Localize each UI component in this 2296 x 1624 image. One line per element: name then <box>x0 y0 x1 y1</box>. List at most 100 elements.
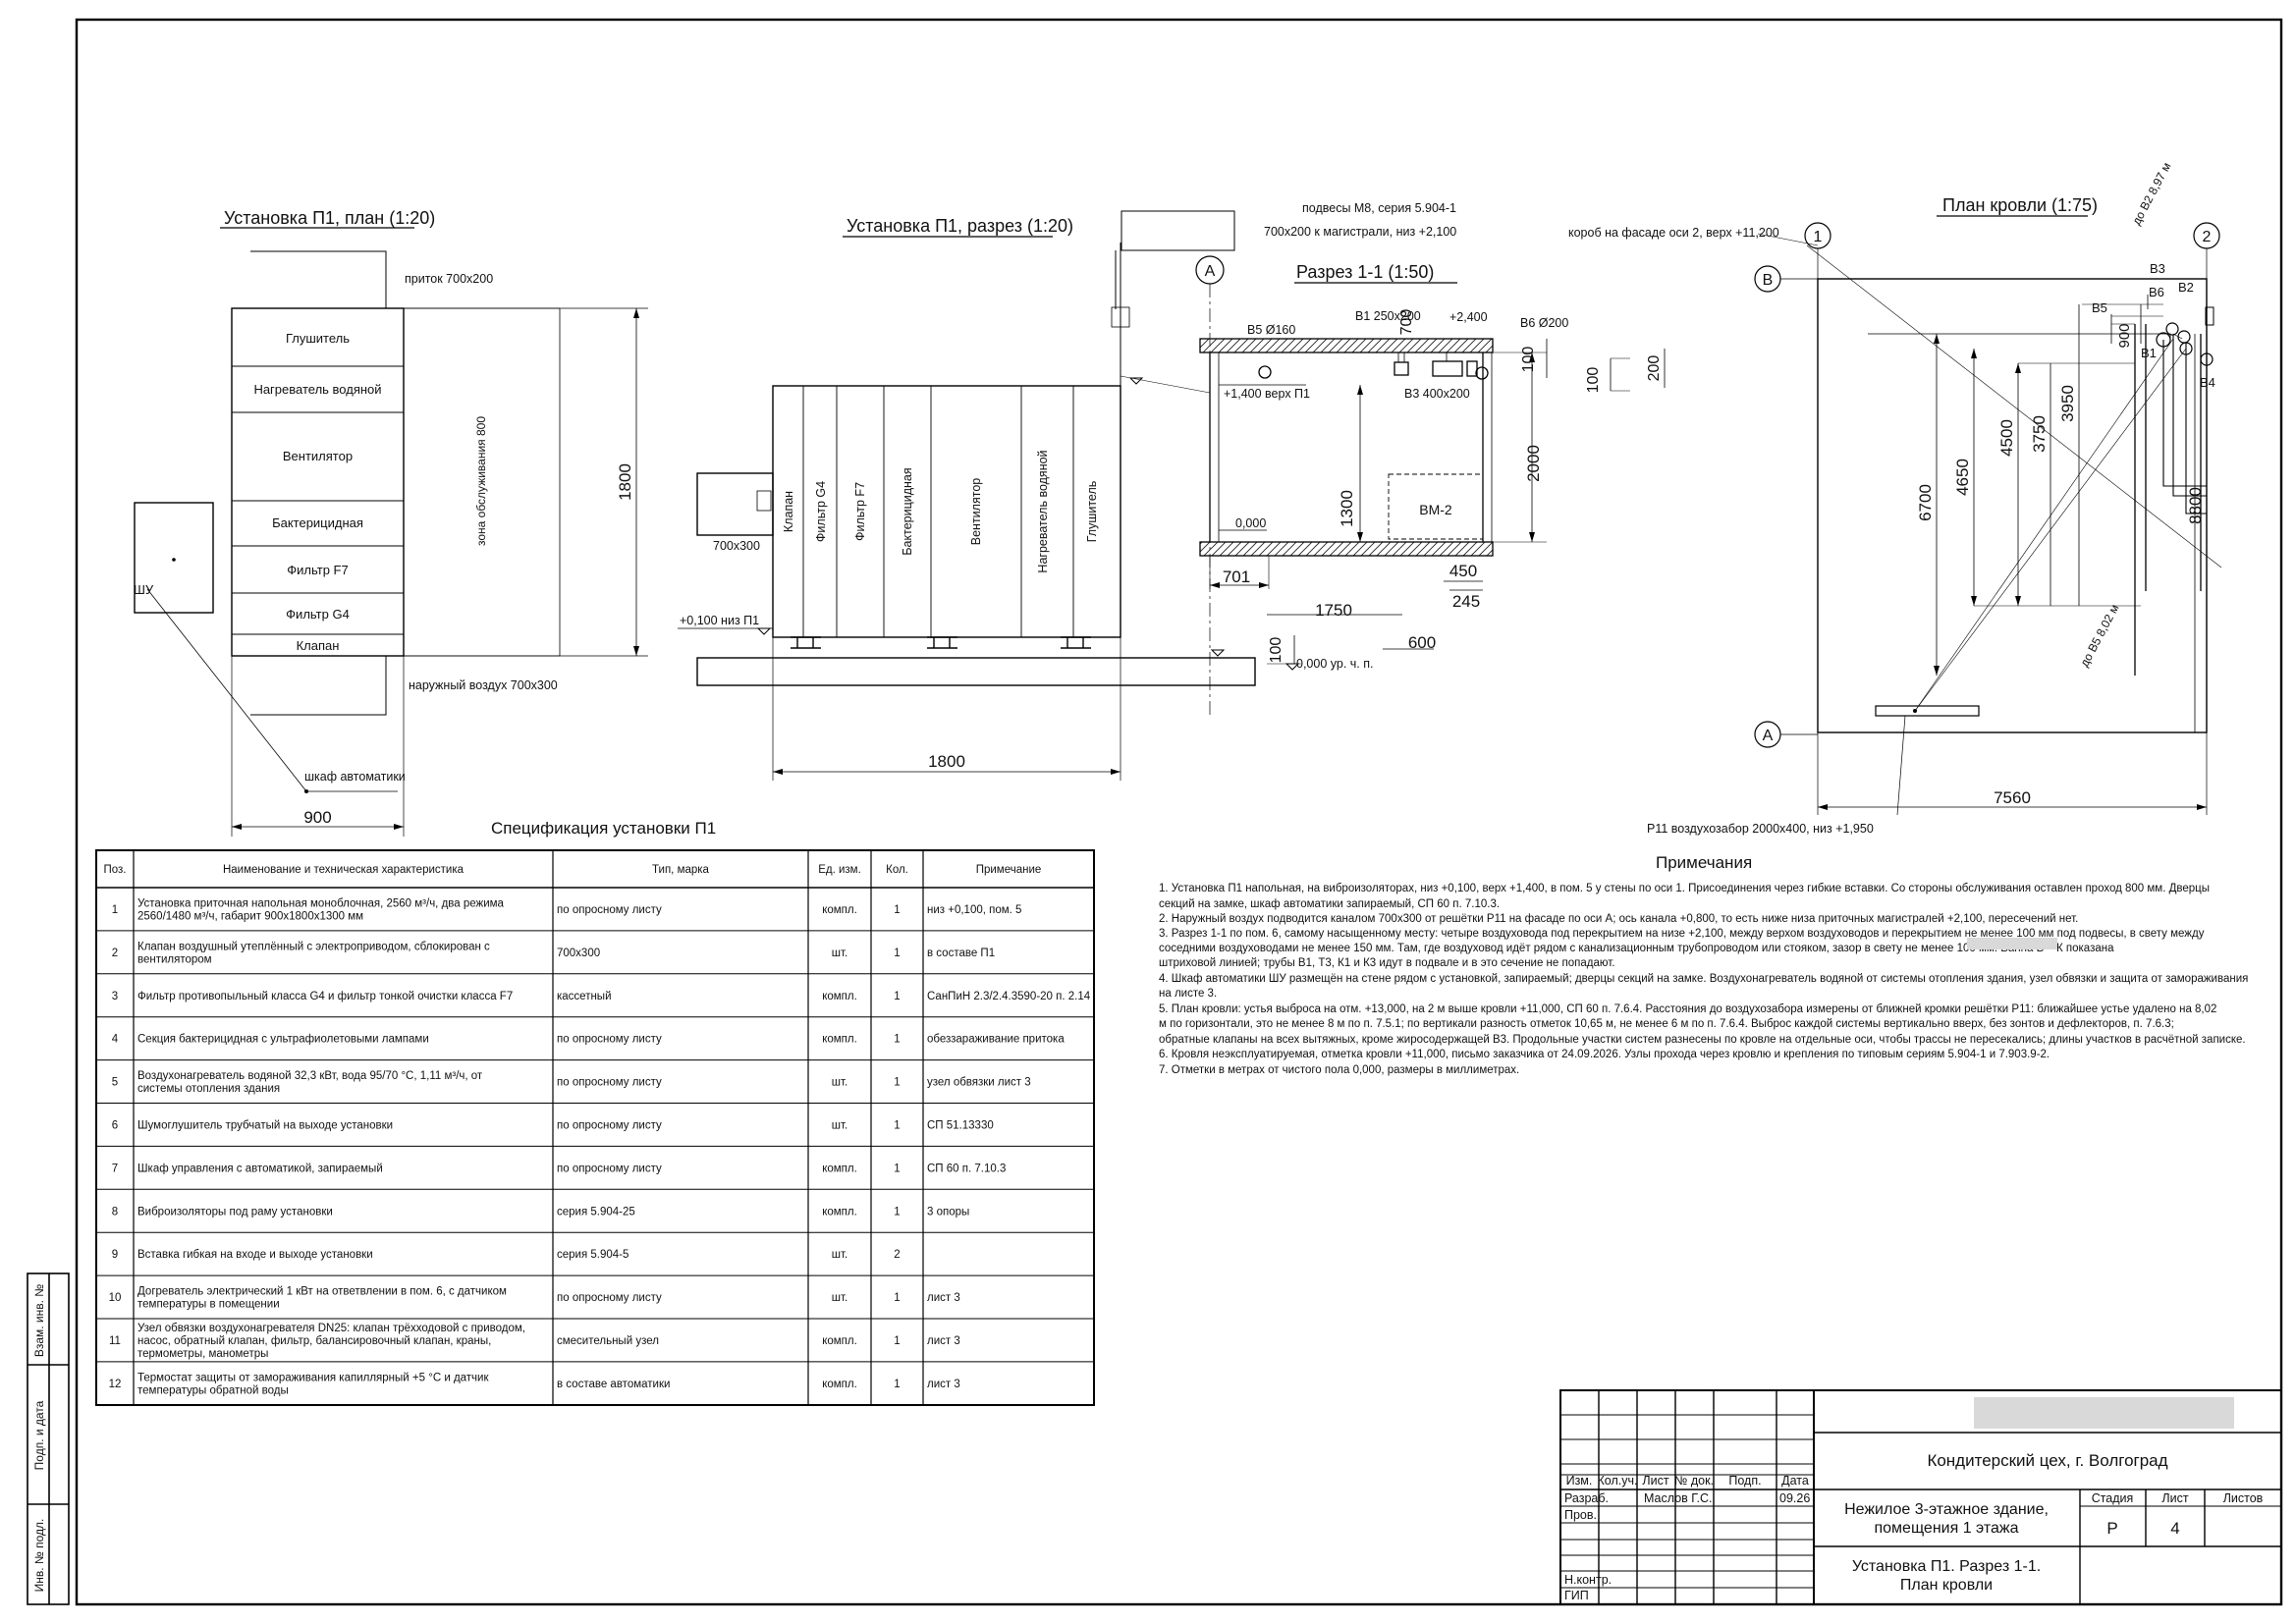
spec-row-3-pos: 3 <box>112 991 118 1002</box>
roof-tag-b5: В5 <box>2092 300 2107 315</box>
plan-cabinet-tag: ШУ <box>134 582 154 597</box>
cut-dim-600: 600 <box>1408 633 1436 652</box>
spec-row-8-type: серия 5.904-25 <box>557 1206 635 1218</box>
stamp-razrab-date: 09.26 <box>1779 1491 1810 1505</box>
stamp-h-sign: Подп. <box>1728 1474 1761 1488</box>
stamp-sheet: 4 <box>2170 1519 2179 1538</box>
plan-dim-width: 900 <box>303 808 331 827</box>
plan-title: Установка П1, план (1:20) <box>224 208 435 228</box>
plan-section-damper: Клапан <box>297 638 340 653</box>
roof-dim-8800: 8800 <box>2186 487 2205 524</box>
redaction-blur <box>1967 938 2057 949</box>
stamp-sheet-title: Установка П1. Разрез 1-1.План кровли <box>1852 1558 2041 1594</box>
spec-row-10-unit: шт. <box>832 1292 847 1304</box>
roof-dim-6700: 6700 <box>1916 484 1935 521</box>
plan-section-g4: Фильтр G4 <box>286 607 350 622</box>
spec-row-12-pos: 12 <box>109 1379 122 1390</box>
section-hangers: подвесы М8, серия 5.904-1 <box>1302 201 1456 215</box>
cut-b6: В6 Ø200 <box>1520 316 1568 330</box>
spec-row-8-qty: 1 <box>894 1206 900 1218</box>
cut-dim-100b: 100 <box>1585 367 1602 394</box>
spec-row-9-pos: 9 <box>112 1249 118 1261</box>
cut-level-top: +2,400 <box>1449 310 1488 324</box>
cut-b3: В3 400х200 <box>1404 387 1470 401</box>
spec-row-4-pos: 4 <box>112 1034 119 1046</box>
section-damper: Клапан <box>782 491 795 532</box>
roof-dist-b2: до В2 8,97 м <box>2129 160 2173 227</box>
cut-dim-1750: 1750 <box>1315 601 1352 620</box>
spec-row-4-unit: компл. <box>822 1034 857 1046</box>
spec-row-3-name: Фильтр противопыльный класса G4 и фильтр… <box>137 991 513 1002</box>
sheet-frame <box>75 18 2283 1606</box>
spec-row-7-pos: 7 <box>112 1163 118 1174</box>
plan-section-silencer: Глушитель <box>286 331 350 346</box>
notes: Примечания 1. Установка П1 напольная, на… <box>1159 853 2248 1076</box>
spec-row-9-name: Вставка гибкая на входе и выходе установ… <box>137 1249 373 1261</box>
roof-dist-b5: до В5 8,02 м <box>2077 602 2121 669</box>
cut-dim-245: 245 <box>1452 592 1480 611</box>
spec-row-4-note: обеззараживание притока <box>927 1034 1065 1046</box>
section-silencer: Глушитель <box>1085 481 1099 543</box>
spec-row-12-name: Термостат защиты от замораживания капилл… <box>137 1372 489 1396</box>
spec-row-3-qty: 1 <box>894 991 900 1002</box>
plan-section-uv: Бактерицидная <box>272 515 363 530</box>
plan-view: Установка П1, план (1:20) <box>134 208 648 837</box>
spec-row-8-note: 3 опоры <box>927 1206 969 1218</box>
note-line-10: 5. План кровли: устья выброса на отм. +1… <box>1159 1003 2216 1015</box>
spec-row-5-type: по опросному листу <box>557 1077 662 1089</box>
spec-row-3-type: кассетный <box>557 991 612 1002</box>
spec-title: Спецификация установки П1 <box>491 819 716 838</box>
spec-row-2-name: Клапан воздушный утеплённый с электропри… <box>137 941 490 965</box>
plan-section-f7: Фильтр F7 <box>287 563 348 577</box>
spec-row-5-note: узел обвязки лист 3 <box>927 1077 1031 1089</box>
plan-section-fan: Вентилятор <box>283 449 353 463</box>
cut-dim-200: 200 <box>1646 355 1663 382</box>
spec-row-6-unit: шт. <box>832 1119 847 1131</box>
roof-dim-7560: 7560 <box>1994 788 2031 807</box>
note-line-14: 7. Отметки в метрах от чистого пола 0,00… <box>1159 1064 1519 1076</box>
plan-service-zone: зона обслуживания 800 <box>474 416 488 546</box>
spec-header-3: Ед. изм. <box>818 864 861 876</box>
roof-axis-b: В <box>1763 272 1774 289</box>
spec-row-7-qty: 1 <box>894 1163 900 1174</box>
roof-dim-3750: 3750 <box>2030 415 2049 453</box>
stamp-gip: ГИП <box>1564 1589 1589 1602</box>
note-line-12: обратные клапаны на всех вытяжных, кроме… <box>1159 1034 2246 1046</box>
spec-row-8-name: Виброизоляторы под раму установки <box>137 1206 333 1218</box>
spec-row-10-pos: 10 <box>109 1292 122 1304</box>
cut-b5: В5 Ø160 <box>1247 323 1295 337</box>
roof-tag-b6: В6 <box>2149 285 2164 299</box>
spec-row-10-type: по опросному листу <box>557 1292 662 1304</box>
side-stamp <box>27 1272 70 1605</box>
roof-axis-2: 2 <box>2203 229 2212 245</box>
spec-header-5: Примечание <box>976 864 1042 876</box>
stamp-stage: Р <box>2106 1519 2117 1538</box>
title-block: Изм. Кол.уч. Лист № док. Подп. Дата Разр… <box>1559 1389 2282 1605</box>
spec-table: Спецификация установки П1 Поз.Наименован… <box>95 819 1095 1406</box>
spec-row-7-unit: компл. <box>822 1163 857 1174</box>
section-duct-label: 700х300 <box>713 539 760 553</box>
spec-row-7-name: Шкаф управления с автоматикой, запираемы… <box>137 1163 383 1174</box>
section-main-duct: 700х200 к магистрали, низ +2,100 <box>1264 225 1456 239</box>
roof-facade-box: короб на фасаде оси 2, верх +11,200 <box>1568 226 1779 240</box>
plan-section-heater: Нагреватель водяной <box>253 382 381 397</box>
spec-row-6-name: Шумоглушитель трубчатый на выходе устано… <box>137 1119 393 1131</box>
roof-tag-b1: В1 <box>2141 346 2157 360</box>
spec-row-5-qty: 1 <box>894 1077 900 1089</box>
stamp-nkontr: Н.контр. <box>1564 1573 1612 1587</box>
spec-row-12-unit: компл. <box>822 1379 857 1390</box>
spec-row-7-note: СП 60 п. 7.10.3 <box>927 1163 1006 1174</box>
plan-dim-height: 1800 <box>616 463 634 501</box>
roof-tag-b2: В2 <box>2178 280 2194 295</box>
roof-dim-4650: 4650 <box>1953 459 1972 496</box>
spec-row-4-qty: 1 <box>894 1034 900 1046</box>
roof-dim-900: 900 <box>2116 323 2133 348</box>
spec-row-2-pos: 2 <box>112 947 118 959</box>
spec-header-2: Тип, марка <box>652 864 710 876</box>
side-stamp-replace: Взам. инв. № <box>32 1284 46 1357</box>
spec-row-8-pos: 8 <box>112 1206 118 1218</box>
spec-row-10-name: Догреватель электрический 1 кВт на ответ… <box>137 1286 507 1311</box>
spec-row-5-unit: шт. <box>832 1077 847 1089</box>
note-line-9: на листе 3. <box>1159 988 1217 1000</box>
roof-title: План кровли (1:75) <box>1942 195 2098 215</box>
